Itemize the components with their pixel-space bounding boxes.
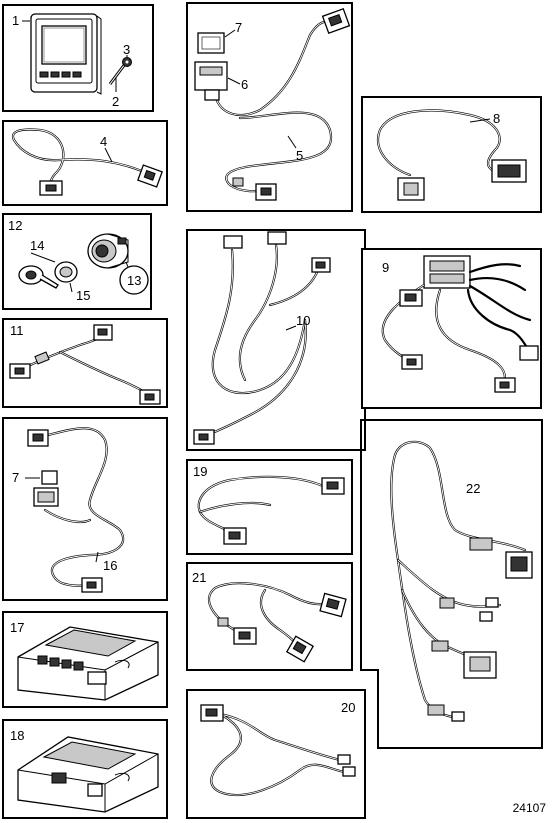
- panel-harness-4: [2, 120, 168, 206]
- harness-4: [11, 128, 163, 196]
- ignition-switch-body: [87, 233, 129, 269]
- nut: [122, 57, 132, 67]
- callout-6: 6: [241, 77, 248, 92]
- callout-19: 19: [193, 464, 207, 479]
- callout-8: 8: [493, 111, 500, 126]
- harness-8: [377, 109, 527, 201]
- harness-10: [193, 231, 331, 445]
- callout-10: 10: [296, 313, 310, 328]
- callout-3: 3: [123, 42, 130, 57]
- figure-number: 24107: [512, 801, 546, 815]
- key-ring: [54, 261, 78, 283]
- panel-harness-16: [2, 417, 168, 601]
- callout-21: 21: [192, 570, 206, 585]
- callout-18: 18: [10, 728, 24, 743]
- key: [18, 265, 59, 289]
- harness-16: [27, 427, 125, 593]
- callout-2: 2: [112, 94, 119, 109]
- harness-21: [208, 582, 347, 663]
- mounting-bolt: [108, 63, 127, 85]
- panel-harness-22-frame: [360, 419, 543, 749]
- callout-14: 14: [30, 238, 44, 253]
- callout-5: 5: [296, 148, 303, 163]
- panel-harness-8: [361, 96, 542, 213]
- callout-12: 12: [8, 218, 22, 233]
- callout-7: 7: [235, 20, 242, 35]
- relay: [197, 32, 225, 54]
- callout-17: 17: [10, 620, 24, 635]
- harness-22: [390, 440, 533, 722]
- control-unit-18: [17, 736, 159, 813]
- panel-harness-21: [186, 562, 353, 671]
- callout-11: 11: [10, 323, 24, 338]
- harness-20: [200, 704, 356, 797]
- harness-11: [9, 324, 161, 405]
- callout-22: 22: [466, 481, 480, 496]
- callout-20: 20: [341, 700, 355, 715]
- display-unit: [30, 13, 102, 95]
- harness-19: [197, 475, 345, 545]
- callout-15: 15: [76, 288, 90, 303]
- harness-5: [213, 7, 351, 201]
- callout-9: 9: [382, 260, 389, 275]
- callout-13: 13: [127, 273, 141, 288]
- harness-9: [381, 255, 539, 393]
- callout-7b: 7: [12, 470, 19, 485]
- control-unit-17: [17, 626, 159, 701]
- callout-1: 1: [12, 13, 19, 28]
- callout-4: 4: [100, 134, 107, 149]
- panel-ignition-switch: [2, 213, 152, 310]
- callout-16: 16: [103, 558, 117, 573]
- relay-holder: [194, 61, 228, 101]
